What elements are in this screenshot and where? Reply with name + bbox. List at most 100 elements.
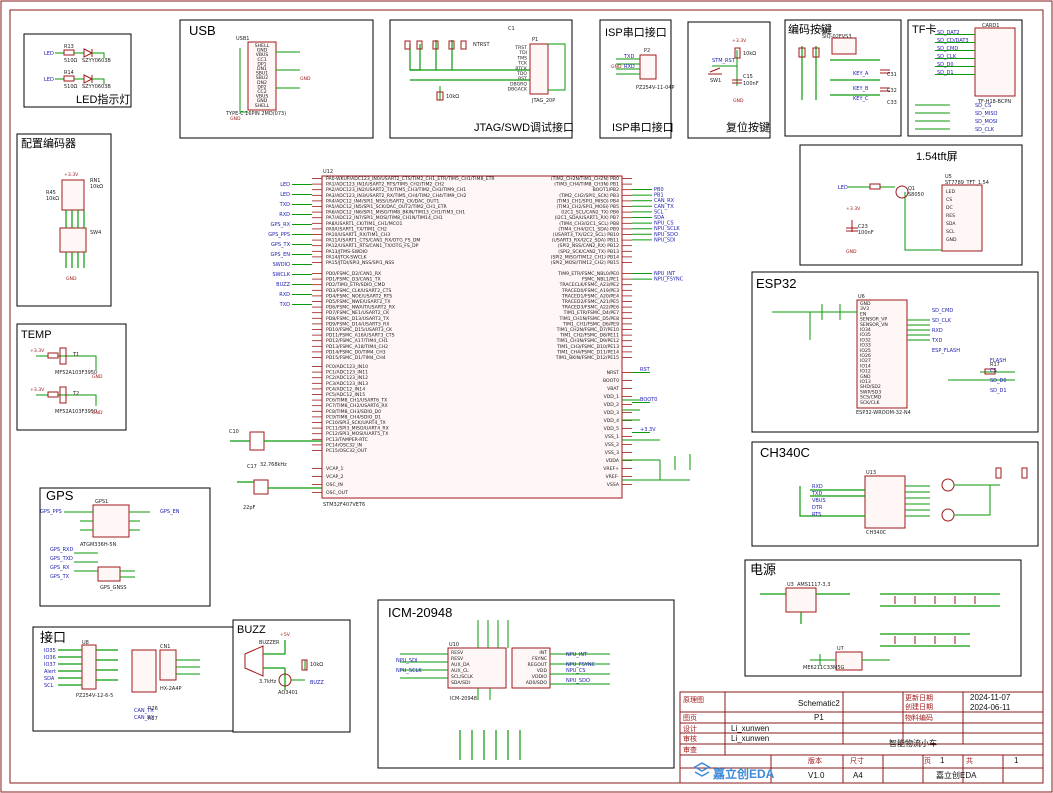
svg-text:10kΩ: 10kΩ — [90, 184, 103, 190]
mcu-pin-label: PC14/OSC32_IN — [326, 442, 362, 448]
mcu-net-label: BOOT0 — [640, 397, 657, 403]
module-config: 配置编码器 RN1 10kΩ R45 10kΩ SW4 +3.3V GND — [16, 133, 112, 307]
svg-text:C31: C31 — [887, 72, 897, 78]
mcu-osc-pin-label: OSC_OUT — [326, 490, 348, 496]
tf-net-label: SD_CMD — [937, 46, 958, 52]
usb-pin-label: DN1 — [257, 66, 267, 72]
module-esp32: ESP32 U6 ESP32-WROOM-32-N4 GND3V3ENSENSO… — [751, 271, 1039, 433]
mcu-pin-label: PC12/SPI3_MOSI/UART5_TX — [326, 431, 388, 437]
mcu-pin-label: (SPI2_MISO/TIM12_CH1) PB14 — [551, 254, 619, 260]
mcu-pin-label: PD12/FSMC_A17/TIM4_CH1 — [326, 338, 388, 344]
jtag-connector — [529, 43, 549, 95]
mcu-pin-label: (TIM3_CH1/SPI1_MISO) PB4 — [557, 198, 620, 204]
icm-net-label: NPU_SDO — [566, 678, 590, 684]
port-net-label: IO36 — [44, 655, 56, 661]
mcu-pin-label: TIM1_CH3/FSMC_D10/PE13 — [556, 344, 619, 350]
mcu-pin-label: VDD_5 — [604, 426, 620, 432]
svg-text:U10: U10 — [449, 642, 459, 648]
icm-pin-label: VDD — [537, 668, 548, 674]
jtag-pin-label: TMS — [516, 55, 527, 61]
usb-pin-label: GND — [257, 48, 268, 54]
icm-pin-label: VDDIO — [532, 674, 548, 680]
mcu-pin-label: PC7/TIM8_CH2/USART6_RX — [326, 403, 388, 409]
usb-pin-label: SHELL — [255, 43, 270, 49]
svg-text:10kΩ: 10kΩ — [310, 662, 323, 668]
svg-text:KEY_B: KEY_B — [853, 86, 869, 92]
svg-text:GND: GND — [66, 276, 77, 282]
svg-text:R45: R45 — [46, 190, 56, 196]
mcu-pin-label: TRACECLK/FSMC_A23/PE2 — [559, 282, 619, 288]
mcu-pin-label: PD10/FSMC_D15/USART3_CK — [326, 327, 393, 333]
mcu-pin-label: PC4/ADC12_IN14 — [326, 386, 365, 392]
svg-text:U13: U13 — [866, 470, 876, 476]
mcu-pin-label: PA13/JTMS-SWDIO — [326, 249, 368, 255]
svg-text:+3.3V: +3.3V — [64, 172, 79, 178]
esp32-net-label: RXD — [932, 328, 943, 334]
svg-text:R26: R26 — [148, 706, 158, 712]
icm-pin-label: REGOUT — [528, 662, 548, 668]
svg-text:LED: LED — [838, 185, 848, 191]
svg-text:T1: T1 — [72, 352, 79, 358]
esp32-pin-label: SHD/SD2 — [860, 384, 881, 390]
svg-text:C33: C33 — [887, 100, 897, 106]
icm-pin-label: INT — [539, 650, 547, 656]
svg-text:C10: C10 — [229, 429, 239, 435]
module-temp: TEMP T1 T2 MF52A103F3950 MF52A103F3950 +… — [16, 323, 127, 431]
mcu-pin-label: TIM1_CH2N/FSMC_D7/PE10 — [556, 327, 619, 333]
svg-text:AO3401: AO3401 — [278, 690, 298, 696]
icm-pin-label: FSYNC — [532, 656, 547, 662]
esp32-pin-label: SENSOR_VN — [860, 322, 888, 328]
mcu-pin-label: PD4/FSMC_NOE/USART2_RTS — [326, 293, 392, 299]
svg-text:SIQ-02FVS3: SIQ-02FVS3 — [822, 34, 852, 40]
esp32-pin-label: 3V3 — [860, 306, 869, 312]
mcu-net-label: GPS_EN — [271, 252, 291, 258]
icm-pin-label: RESV — [451, 650, 464, 656]
module-usb-title: USB — [189, 23, 216, 38]
svg-text:10kΩ: 10kΩ — [46, 196, 59, 202]
module-port-title: 接口 — [40, 630, 66, 645]
gps-net-label: GPS_EN — [160, 509, 180, 515]
mcu-pin-label: PD3/FSMC_CLK/USART2_CTS — [326, 288, 391, 294]
tb-of-label: 共 — [966, 756, 973, 765]
mcu-pin-label: (SPI2_SCK/CAN2_TX) PB13 — [558, 249, 619, 255]
mcu-net-label: GPS_PPS — [268, 232, 290, 238]
svg-text:TF-H18-BCPN: TF-H18-BCPN — [977, 99, 1011, 105]
isp-connector — [639, 54, 657, 80]
ch340-net-label: VBUS — [812, 498, 826, 504]
tf-net-label: SD_CLK — [937, 54, 957, 60]
mcu-pin-label: (I2C1_SCL/CAN2_TX) PB6 — [561, 210, 619, 216]
icm-net-label: NPU_SDI — [396, 658, 417, 664]
gps-net-label: GPS_RX — [50, 565, 70, 571]
svg-text:U12: U12 — [323, 169, 333, 175]
svg-text:+3.3V: +3.3V — [30, 348, 45, 354]
mcu-net-label: NPU_SCLK — [654, 226, 680, 232]
mcu-pin-label: PC11/SPI3_MISO/UART4_RX — [326, 426, 389, 432]
tf-net-label-right: SD_MISO — [975, 111, 997, 117]
tb-company: 嘉立创EDA — [936, 770, 977, 780]
module-icm-title: ICM-20948 — [388, 605, 452, 620]
svg-text:C1: C1 — [508, 26, 515, 32]
mcu-pin-label: TRACED3/FSMC_A22/PE6 — [561, 305, 619, 311]
tb-page-no: 1 — [940, 756, 945, 765]
mcu-pin-label: TRACED2/FSMC_A21/PE5 — [561, 299, 619, 305]
mcu-net-label: CAN_RX — [654, 198, 675, 204]
icm-net-label: NPU_INT — [566, 652, 588, 658]
svg-text:10kΩ: 10kΩ — [446, 94, 459, 100]
svg-text:P1: P1 — [532, 37, 538, 43]
port-net-label: SCL — [44, 683, 54, 689]
svg-text:+3.3V: +3.3V — [846, 206, 861, 212]
mcu-pin-label: TRACED1/FSMC_A20/PE4 — [561, 293, 619, 299]
esp32-net-label: SD_CLK — [932, 318, 952, 324]
mcu-pin-label: (SPI2_NSS/CAN2_RX) PB12 — [558, 243, 619, 249]
tb-designer: Li_xunwen — [731, 724, 769, 733]
mcu-pin-label: VDD_2 — [604, 402, 620, 408]
mcu-pin-label: PC3/ADC123_IN13 — [326, 381, 368, 387]
mcu-pin-label: PC1/ADC123_IN11 — [326, 370, 368, 376]
usb-connector — [247, 41, 277, 111]
mcu-net-label: BUZZ — [276, 282, 290, 288]
lcd-pin-label: SDA — [946, 221, 956, 227]
gps-net-label: GPS_TX — [50, 574, 70, 580]
esp32-net-label: SD_D1 — [990, 388, 1007, 394]
usb-pin-label: DN2 — [257, 80, 267, 86]
